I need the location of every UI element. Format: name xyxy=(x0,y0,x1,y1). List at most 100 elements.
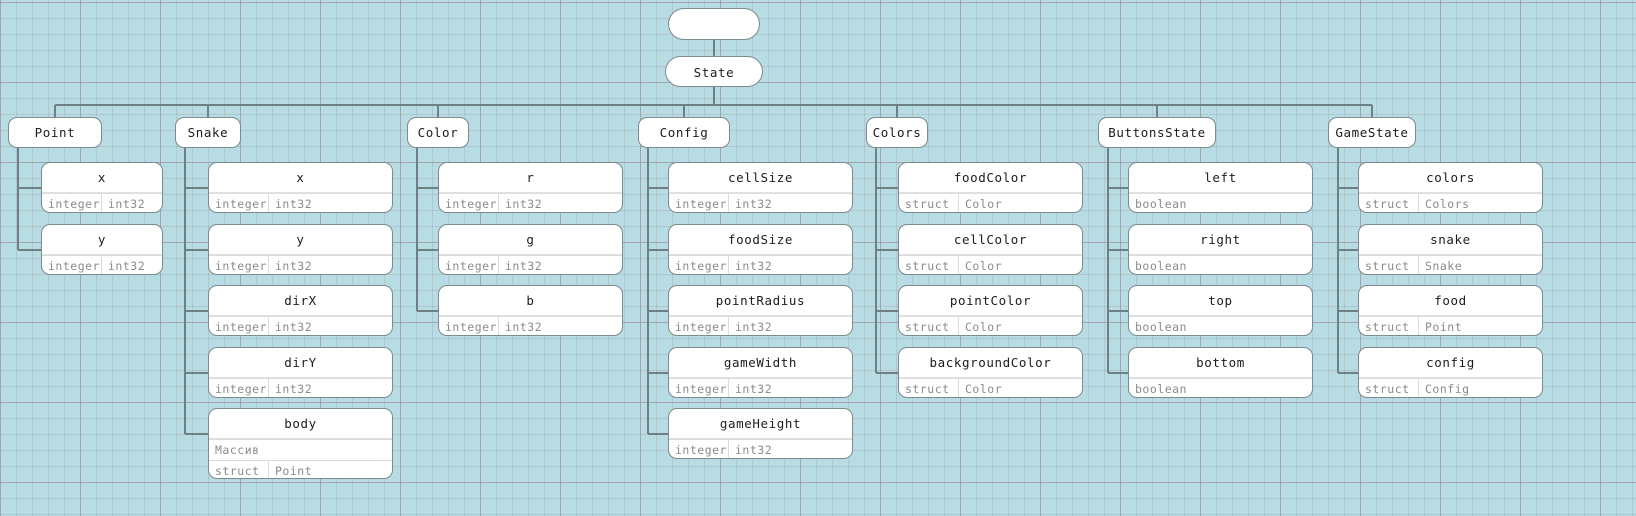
group-node-snake[interactable]: Snake xyxy=(175,117,241,148)
field-type-snake-dirX: int32 xyxy=(275,320,313,334)
field-name-point-y: y xyxy=(42,225,162,255)
field-type-row: boolean xyxy=(1129,255,1313,274)
root-node-label xyxy=(669,9,759,39)
field-kind-config-cellSize: integer xyxy=(669,194,729,212)
field-type-gamestate-snake: Snake xyxy=(1425,259,1463,273)
field-name-snake-dirY: dirY xyxy=(209,348,392,378)
field-name-config-foodSize: foodSize xyxy=(669,225,852,255)
group-node-label-config: Config xyxy=(659,125,709,140)
field-name-color-r: r xyxy=(439,163,622,193)
field-kind-buttonsstate-bottom: boolean xyxy=(1135,382,1187,396)
field-type-snake-x: int32 xyxy=(275,197,313,211)
field-type-gamestate-config: Config xyxy=(1425,382,1470,396)
field-type-buttonsstate-right xyxy=(1221,256,1313,274)
field-type-colors-backgroundColor: Color xyxy=(965,382,1003,396)
field-name-snake-dirX: dirX xyxy=(209,286,392,316)
group-node-point[interactable]: Point xyxy=(8,117,102,148)
field-name-buttonsstate-bottom: bottom xyxy=(1129,348,1312,378)
field-kind-colors-foodColor: struct xyxy=(899,194,959,212)
field-type-color-g: int32 xyxy=(505,259,543,273)
field-type-config-gameWidth: int32 xyxy=(735,382,773,396)
field-kind-snake-body: struct xyxy=(209,461,269,478)
field-type-row: struct Snake xyxy=(1359,255,1542,274)
field-name-buttonsstate-right: right xyxy=(1129,225,1312,255)
field-kind-buttonsstate-right: boolean xyxy=(1135,259,1187,273)
field-kind-colors-backgroundColor: struct xyxy=(899,379,959,397)
field-node-buttonsstate-bottom[interactable]: bottom boolean xyxy=(1128,347,1313,398)
group-node-colors[interactable]: Colors xyxy=(866,117,928,148)
field-kind-gamestate-snake: struct xyxy=(1359,256,1419,274)
group-node-color[interactable]: Color xyxy=(407,117,469,148)
field-kind-snake-y: integer xyxy=(209,256,269,274)
root-node[interactable] xyxy=(668,8,760,40)
group-node-config[interactable]: Config xyxy=(638,117,730,148)
field-name-config-cellSize: cellSize xyxy=(669,163,852,193)
field-type-buttonsstate-top xyxy=(1221,317,1313,335)
field-kind-point-y: integer xyxy=(42,256,102,274)
field-node-buttonsstate-right[interactable]: right boolean xyxy=(1128,224,1313,275)
field-type-config-gameHeight: int32 xyxy=(735,443,773,457)
field-type-row: struct Color xyxy=(899,378,1082,397)
field-kind-snake-x: integer xyxy=(209,194,269,212)
field-kind-config-foodSize: integer xyxy=(669,256,729,274)
field-kind-buttonsstate-left: boolean xyxy=(1135,197,1187,211)
field-kind-config-pointRadius: integer xyxy=(669,317,729,335)
field-name-config-gameWidth: gameWidth xyxy=(669,348,852,378)
field-type-colors-cellColor: Color xyxy=(965,259,1003,273)
group-node-buttonsstate[interactable]: ButtonsState xyxy=(1098,117,1216,148)
field-name-colors-foodColor: foodColor xyxy=(899,163,1082,193)
field-type-row: integer int32 xyxy=(209,316,392,335)
field-kind-point-x: integer xyxy=(42,194,102,212)
field-collection-snake-body: Массив xyxy=(215,443,260,457)
group-node-label-colors: Colors xyxy=(872,125,922,140)
field-type-gamestate-colors: Colors xyxy=(1425,197,1470,211)
state-node[interactable]: State xyxy=(665,56,763,87)
field-type-gamestate-food: Point xyxy=(1425,320,1463,334)
field-type-config-pointRadius: int32 xyxy=(735,320,773,334)
field-type-colors-pointColor: Color xyxy=(965,320,1003,334)
group-node-label-gamestate: GameState xyxy=(1335,125,1409,140)
field-name-snake-body: body xyxy=(209,409,392,439)
field-type-row: integer int32 xyxy=(669,316,852,335)
field-type-row: struct Config xyxy=(1359,378,1542,397)
group-node-gamestate[interactable]: GameState xyxy=(1328,117,1416,148)
state-node-label: State xyxy=(693,65,735,80)
field-kind-snake-dirX: integer xyxy=(209,317,269,335)
field-type-row: boolean xyxy=(1129,378,1312,397)
field-kind-color-r: integer xyxy=(439,194,499,212)
field-collection-row: Массив xyxy=(209,439,392,460)
field-kind-gamestate-config: struct xyxy=(1359,379,1419,397)
